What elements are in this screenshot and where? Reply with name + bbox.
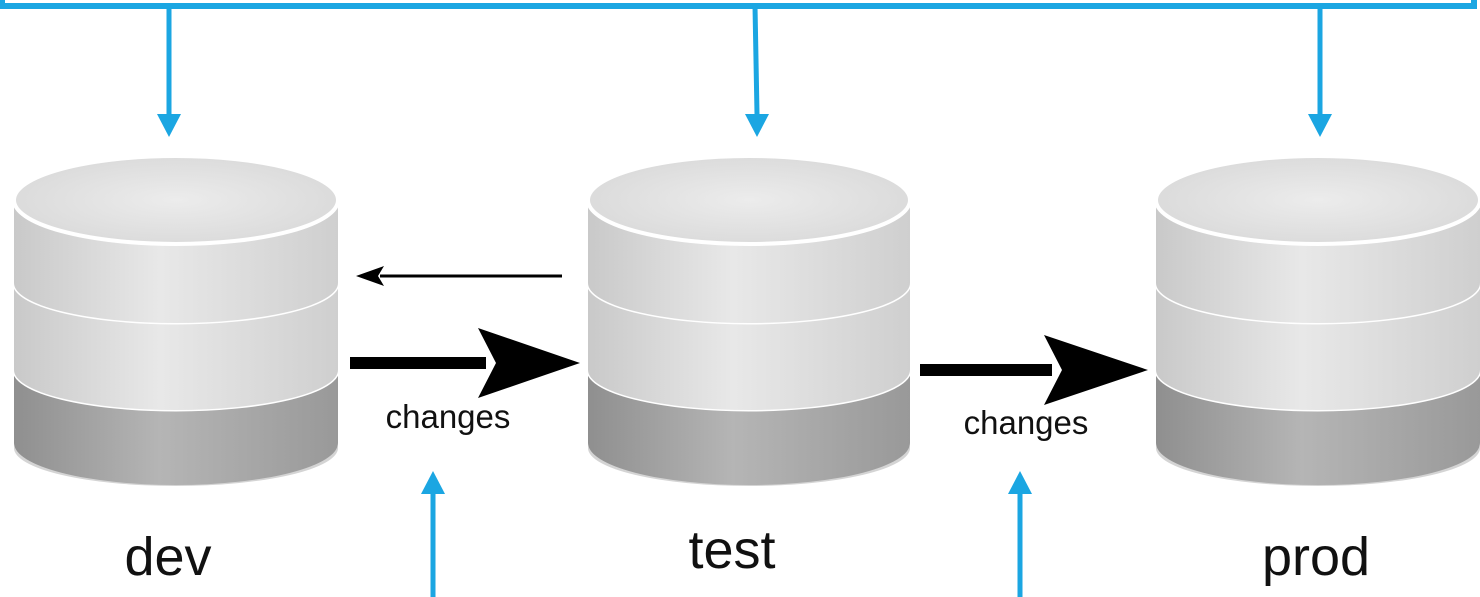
connector-arrowhead [157,114,181,137]
connector-to-prod [1308,6,1332,137]
connector-to-test [745,5,769,137]
connector-arrowhead [1008,471,1032,494]
database-label-dev: dev [124,527,212,587]
database-prod [1154,154,1480,486]
flow-label-test-to-prod: changes [963,404,1089,441]
database-label-prod: prod [1261,527,1371,587]
connector-arrowhead [421,471,445,494]
back-arrow-test-to-dev [356,266,562,286]
connector-to-dev [157,6,181,137]
changes-arrowhead [1044,335,1148,405]
database-test [586,154,912,486]
database-dev [12,154,340,486]
database-label-test: test [688,520,776,580]
changes-arrowhead [478,328,580,398]
changes-arrow-test-to-prod [920,335,1148,405]
connector-arrowhead [745,114,769,137]
changes-arrow-dev-to-test [350,328,580,398]
connector-up-changes-1 [421,471,445,597]
connector-up-changes-2 [1008,471,1032,597]
connector-arrowhead [1308,114,1332,137]
flow-label-dev-to-test: changes [385,398,511,435]
top-connector [0,0,1477,9]
top-connector-line [0,0,1477,9]
back-arrowhead [356,266,384,286]
